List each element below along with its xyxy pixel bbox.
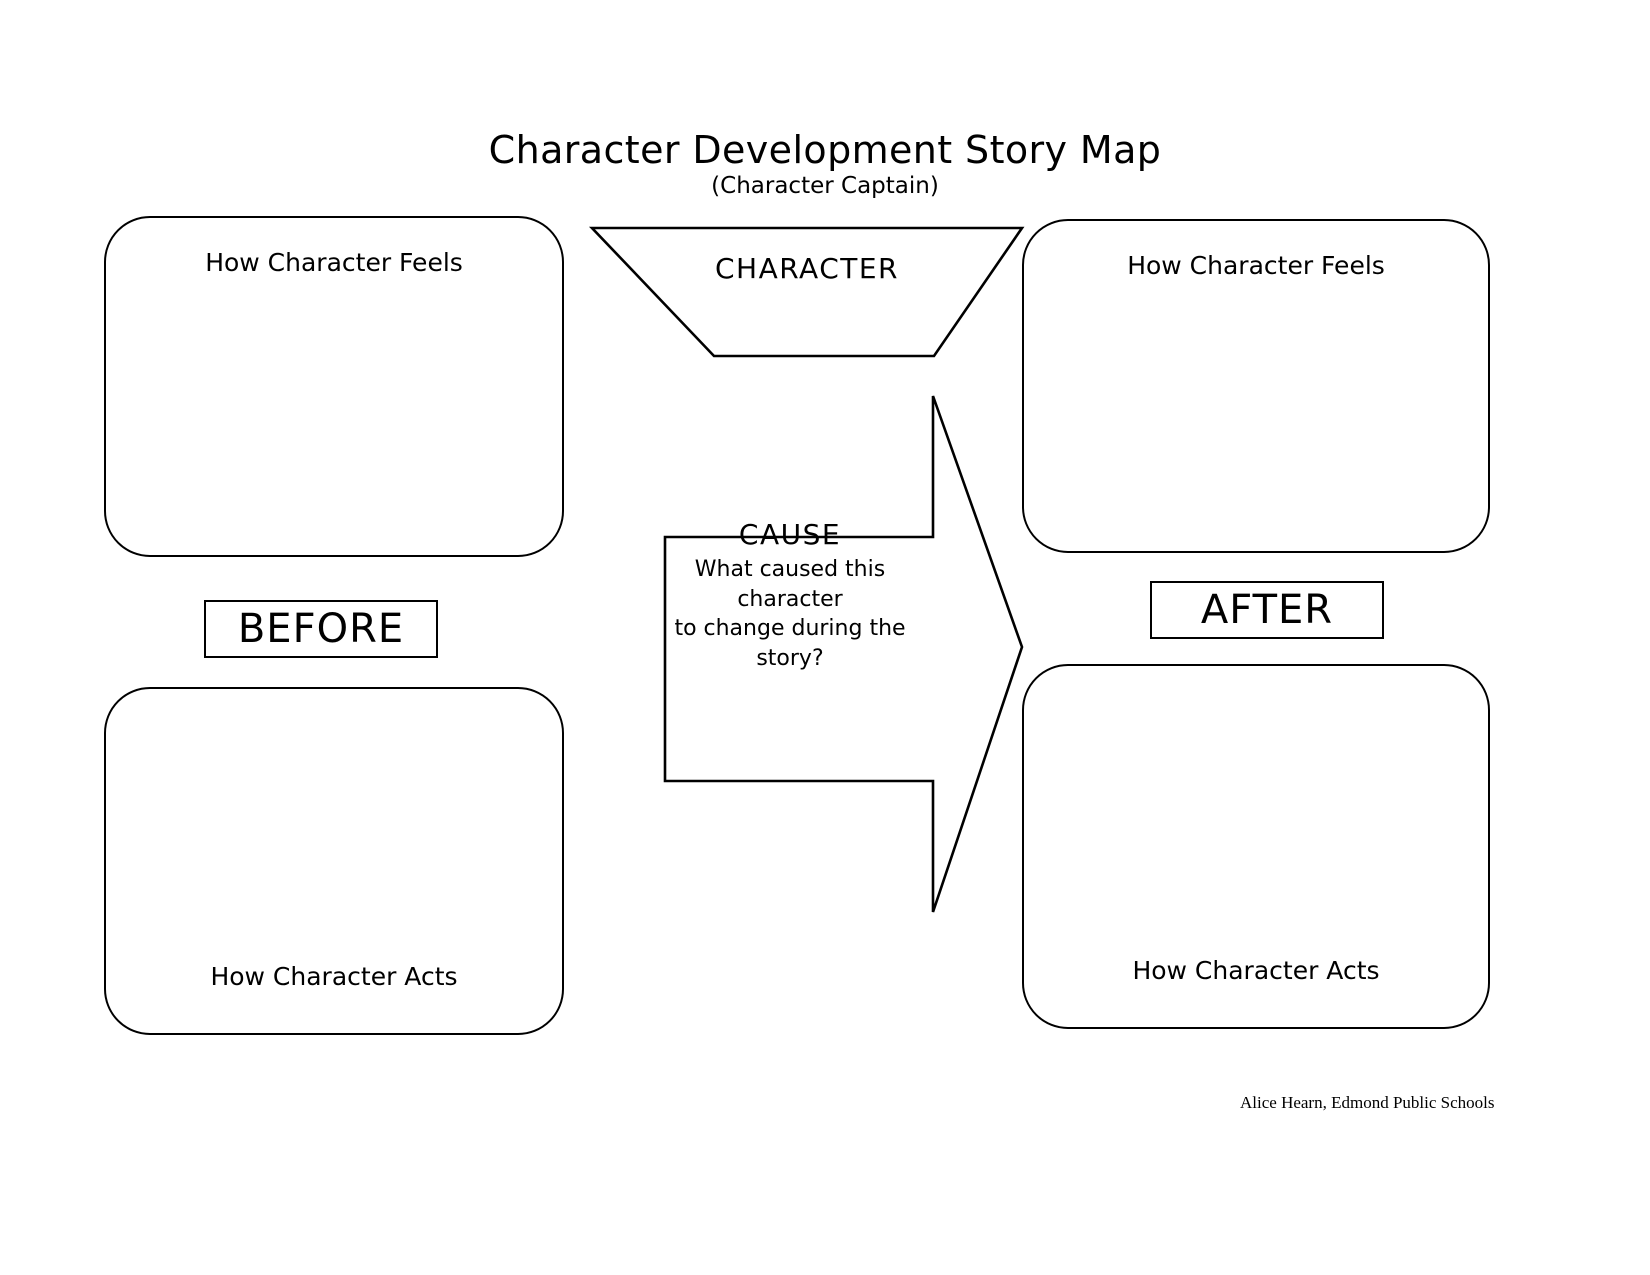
cause-title: CAUSE (738, 518, 842, 551)
before-feels-label: How Character Feels (205, 248, 463, 277)
after-acts-label: How Character Acts (1132, 956, 1380, 985)
after-stage-label: AFTER (1200, 587, 1334, 633)
after-feels-label: How Character Feels (1127, 251, 1385, 280)
before-acts-box[interactable]: How Character Acts (104, 687, 564, 1035)
character-label: CHARACTER (714, 252, 900, 285)
page-subtitle: (Character Captain) (711, 173, 939, 199)
after-acts-box[interactable]: How Character Acts (1022, 664, 1490, 1029)
character-trapezoid (588, 226, 1025, 358)
cause-question: What caused this character to change dur… (640, 555, 940, 674)
before-stage-box: BEFORE (204, 600, 438, 658)
cause-text-block: CAUSE What caused this character to chan… (640, 518, 940, 674)
author-credit: Alice Hearn, Edmond Public Schools (1240, 1093, 1495, 1112)
after-feels-box[interactable]: How Character Feels (1022, 219, 1490, 553)
cause-question-line-1: What caused this character (694, 557, 886, 612)
before-feels-box[interactable]: How Character Feels (104, 216, 564, 557)
page-title: Character Development Story Map (488, 128, 1162, 172)
before-stage-label: BEFORE (237, 606, 405, 652)
after-stage-box: AFTER (1150, 581, 1384, 639)
before-acts-label: How Character Acts (210, 962, 458, 991)
cause-question-line-2: to change during the story? (674, 616, 906, 672)
